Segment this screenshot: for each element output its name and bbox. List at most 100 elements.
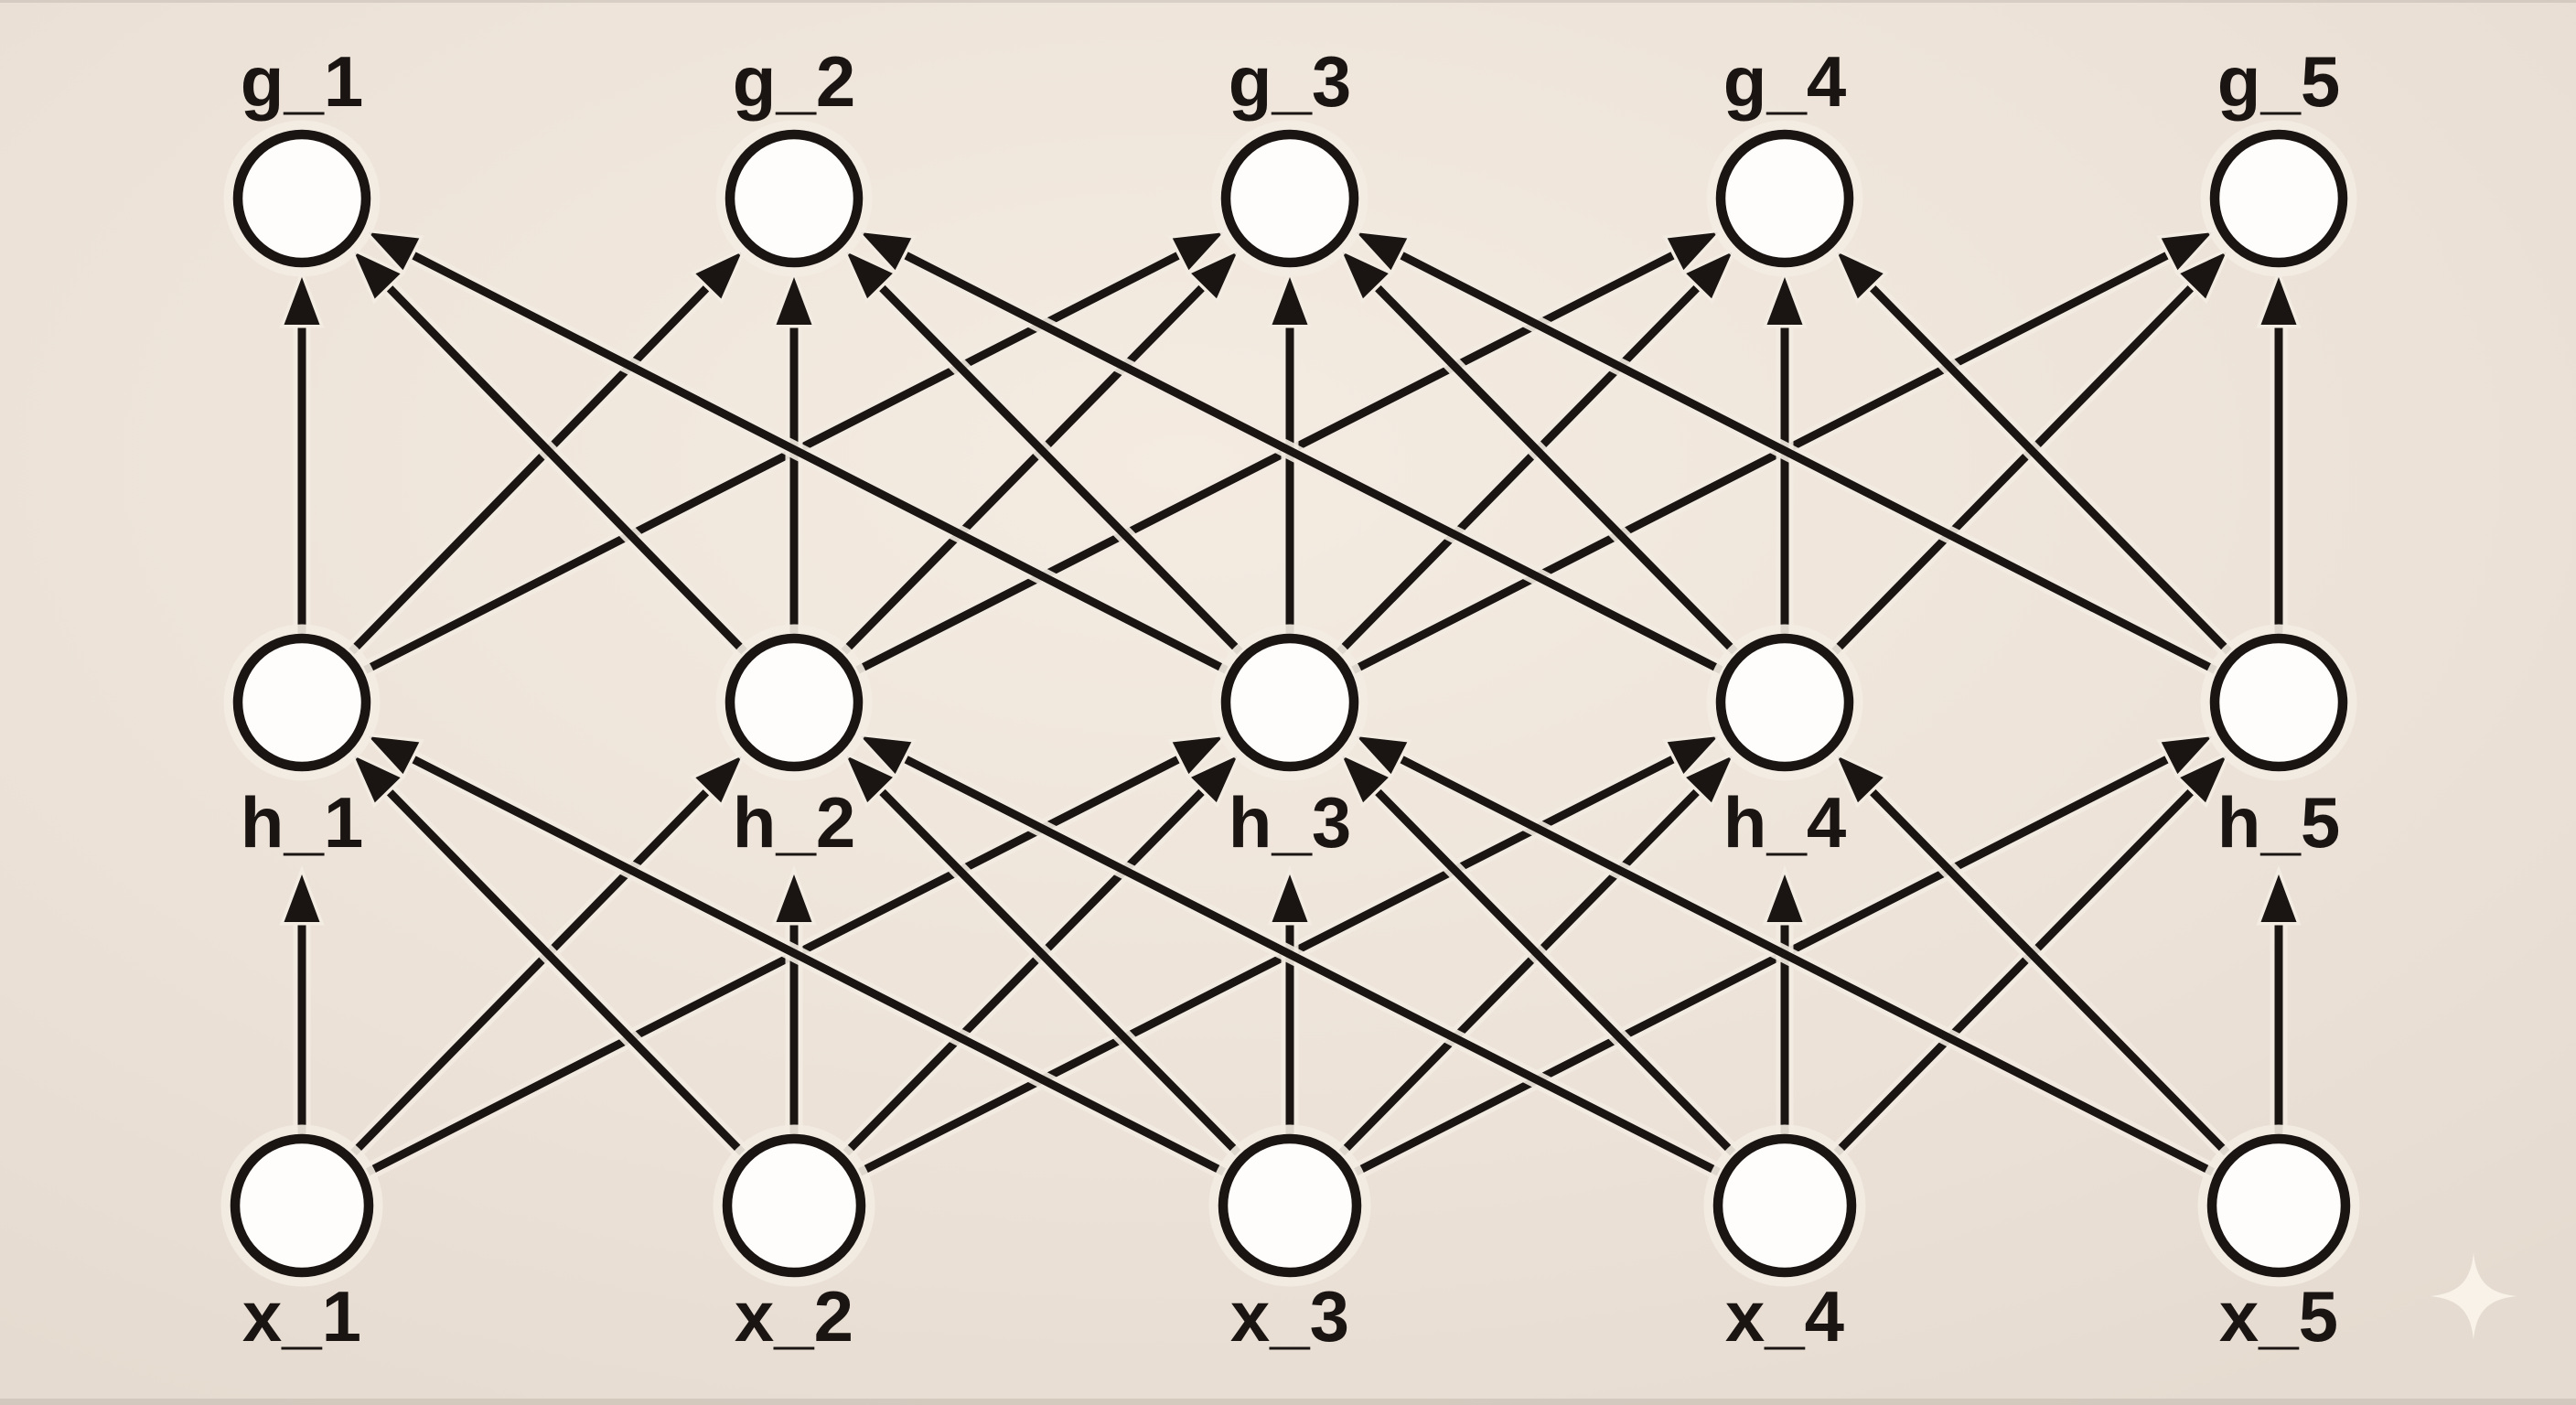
- node-label-x3: x_3: [1230, 1276, 1349, 1357]
- edge-h-g-h5-g3-arrowhead-icon: [1348, 228, 1412, 276]
- edge-x-h-x5-h4-arrowhead-icon: [1830, 749, 1889, 809]
- edge-h-g-h2-g2-arrowhead-icon: [771, 268, 817, 328]
- node-label-g5: g_5: [2217, 41, 2340, 122]
- node-x5: [2206, 1133, 2351, 1278]
- node-g2-halo: [715, 120, 873, 277]
- edge-h-g-h2-g4-arrowhead-icon: [1662, 228, 1726, 276]
- top-edge-shade: [0, 0, 2576, 3]
- sparkle-icon: [2430, 1252, 2517, 1340]
- edge-h-g-h2-g3-shaft: [841, 274, 1215, 655]
- edge-x-h-x3-h2-arrowhead-icon: [840, 749, 898, 809]
- edge-h-g-h3-g1-arrowhead-icon: [360, 228, 424, 276]
- edge-x-h-x1-h1-arrowhead-icon: [279, 865, 325, 926]
- node-g4: [1715, 129, 1854, 268]
- edge-x-h-x5-h3-arrowhead-icon: [1348, 732, 1412, 780]
- edge-x-h-x5-h3-shaft: [1387, 749, 2215, 1176]
- edge-h-g-h5-g5-arrowhead-icon: [2256, 268, 2302, 328]
- node-x2: [722, 1133, 866, 1278]
- edge-h-g-h3-g4-shaft: [1336, 274, 1710, 655]
- edge-x-h-x5-h4-shaft: [1860, 778, 2230, 1156]
- edge-h-g-h2-g1-shaft: [377, 275, 747, 655]
- edge-x-h-x3-h5-shaft: [1354, 749, 2182, 1176]
- edge-x-h-x4-h2-shaft: [891, 749, 1721, 1176]
- node-x1: [230, 1133, 374, 1278]
- edge-x-h-x4-h2-arrowhead-icon: [853, 732, 917, 780]
- node-h1: [232, 633, 371, 772]
- edge-x-h-x2-h4-shaft: [858, 749, 1688, 1176]
- edge-h-g-h4-g3-arrowhead-icon: [1336, 245, 1394, 305]
- node-h2: [724, 633, 864, 772]
- edge-x-h-x4-h3-shaft: [1365, 778, 1736, 1156]
- edge-h-g-h2-g4-shaft: [855, 245, 1688, 674]
- edge-x-h-x5-h5-arrowhead-icon: [2256, 865, 2302, 926]
- node-label-h4: h_4: [1723, 782, 1846, 863]
- node-h5: [2209, 633, 2348, 772]
- node-label-g2: g_2: [733, 41, 855, 122]
- node-label-g4: g_4: [1723, 41, 1846, 122]
- edge-x-h-x2-h1-arrowhead-icon: [348, 749, 406, 809]
- node-x2-halo: [713, 1124, 875, 1287]
- node-x3-halo: [1208, 1124, 1371, 1287]
- edge-h-g-h4-g2-shaft: [891, 245, 1723, 674]
- edge-x-h-x2-h3-arrowhead-icon: [1186, 749, 1244, 809]
- node-g3: [1220, 129, 1359, 268]
- edge-h-g-h4-g2-arrowhead-icon: [853, 228, 917, 276]
- edge-h-g-h4-g5-shaft: [1831, 274, 2204, 655]
- edge-x-h-x2-h2-arrowhead-icon: [771, 865, 817, 926]
- edge-h-g-h1-g1-arrowhead-icon: [279, 268, 325, 328]
- node-x4-halo: [1703, 1124, 1866, 1287]
- node-h5-halo: [2200, 624, 2357, 781]
- edge-h-g-h1-g3-arrowhead-icon: [1167, 228, 1231, 276]
- edge-h-g-h3-g3-arrowhead-icon: [1267, 268, 1313, 328]
- node-h4-halo: [1706, 624, 1863, 781]
- edge-x-h-x4-h4-arrowhead-icon: [1762, 865, 1808, 926]
- node-g3-halo: [1211, 120, 1368, 277]
- edge-x-h-x2-h4-arrowhead-icon: [1662, 732, 1726, 780]
- edge-h-g-h1-g3-shaft: [363, 245, 1193, 674]
- node-g5: [2209, 129, 2348, 268]
- node-h1-halo: [223, 624, 381, 781]
- edge-h-g-h1-g2-arrowhead-icon: [690, 245, 748, 305]
- node-label-h5: h_5: [2217, 782, 2340, 863]
- node-label-x5: x_5: [2219, 1276, 2338, 1357]
- node-g2: [724, 129, 864, 268]
- node-g4-halo: [1706, 120, 1863, 277]
- edge-h-g-h4-g3-shaft: [1365, 274, 1738, 655]
- edge-h-g-h5-g3-shaft: [1387, 245, 2217, 674]
- node-x5-halo: [2197, 1124, 2360, 1287]
- node-label-g3: g_3: [1229, 41, 1351, 122]
- edge-h-g-h3-g2-arrowhead-icon: [840, 245, 898, 305]
- node-x3: [1218, 1133, 1362, 1278]
- edge-h-g-h5-g4-arrowhead-icon: [1830, 245, 1889, 305]
- node-label-x2: x_2: [735, 1276, 853, 1357]
- edge-h-g-h1-g2-shaft: [349, 275, 719, 655]
- bottom-edge-shade: [0, 1399, 2576, 1405]
- edge-h-g-h5-g4-shaft: [1860, 274, 2232, 655]
- node-h2-halo: [715, 624, 873, 781]
- node-label-h3: h_3: [1229, 782, 1351, 863]
- node-label-g1: g_1: [241, 41, 363, 122]
- node-h3-halo: [1211, 624, 1368, 781]
- edge-x-h-x3-h4-arrowhead-icon: [1680, 749, 1739, 809]
- node-label-h1: h_1: [241, 782, 363, 863]
- edge-x-h-x3-h3-arrowhead-icon: [1267, 865, 1313, 926]
- node-g1-halo: [223, 120, 381, 277]
- node-label-x4: x_4: [1725, 1276, 1844, 1357]
- node-label-h2: h_2: [733, 782, 855, 863]
- edge-x-h-x4-h5-shaft: [1833, 778, 2204, 1156]
- edge-h-g-h4-g5-arrowhead-icon: [2174, 245, 2233, 305]
- node-g5-halo: [2200, 120, 2357, 277]
- edge-x-h-x3-h1-shaft: [399, 749, 1226, 1176]
- edge-h-g-h3-g2-shaft: [869, 274, 1243, 655]
- edge-x-h-x2-h3-shaft: [843, 778, 1215, 1156]
- edge-x-h-x3-h2-shaft: [869, 778, 1241, 1156]
- node-label-x1: x_1: [242, 1276, 361, 1357]
- node-g1: [232, 129, 371, 268]
- node-x1-halo: [220, 1124, 383, 1287]
- node-h4: [1715, 633, 1854, 772]
- edge-h-g-h3-g5-shaft: [1351, 245, 2182, 674]
- edge-h-g-h3-g5-arrowhead-icon: [2156, 228, 2220, 276]
- edge-x-h-x1-h2-arrowhead-icon: [690, 749, 748, 809]
